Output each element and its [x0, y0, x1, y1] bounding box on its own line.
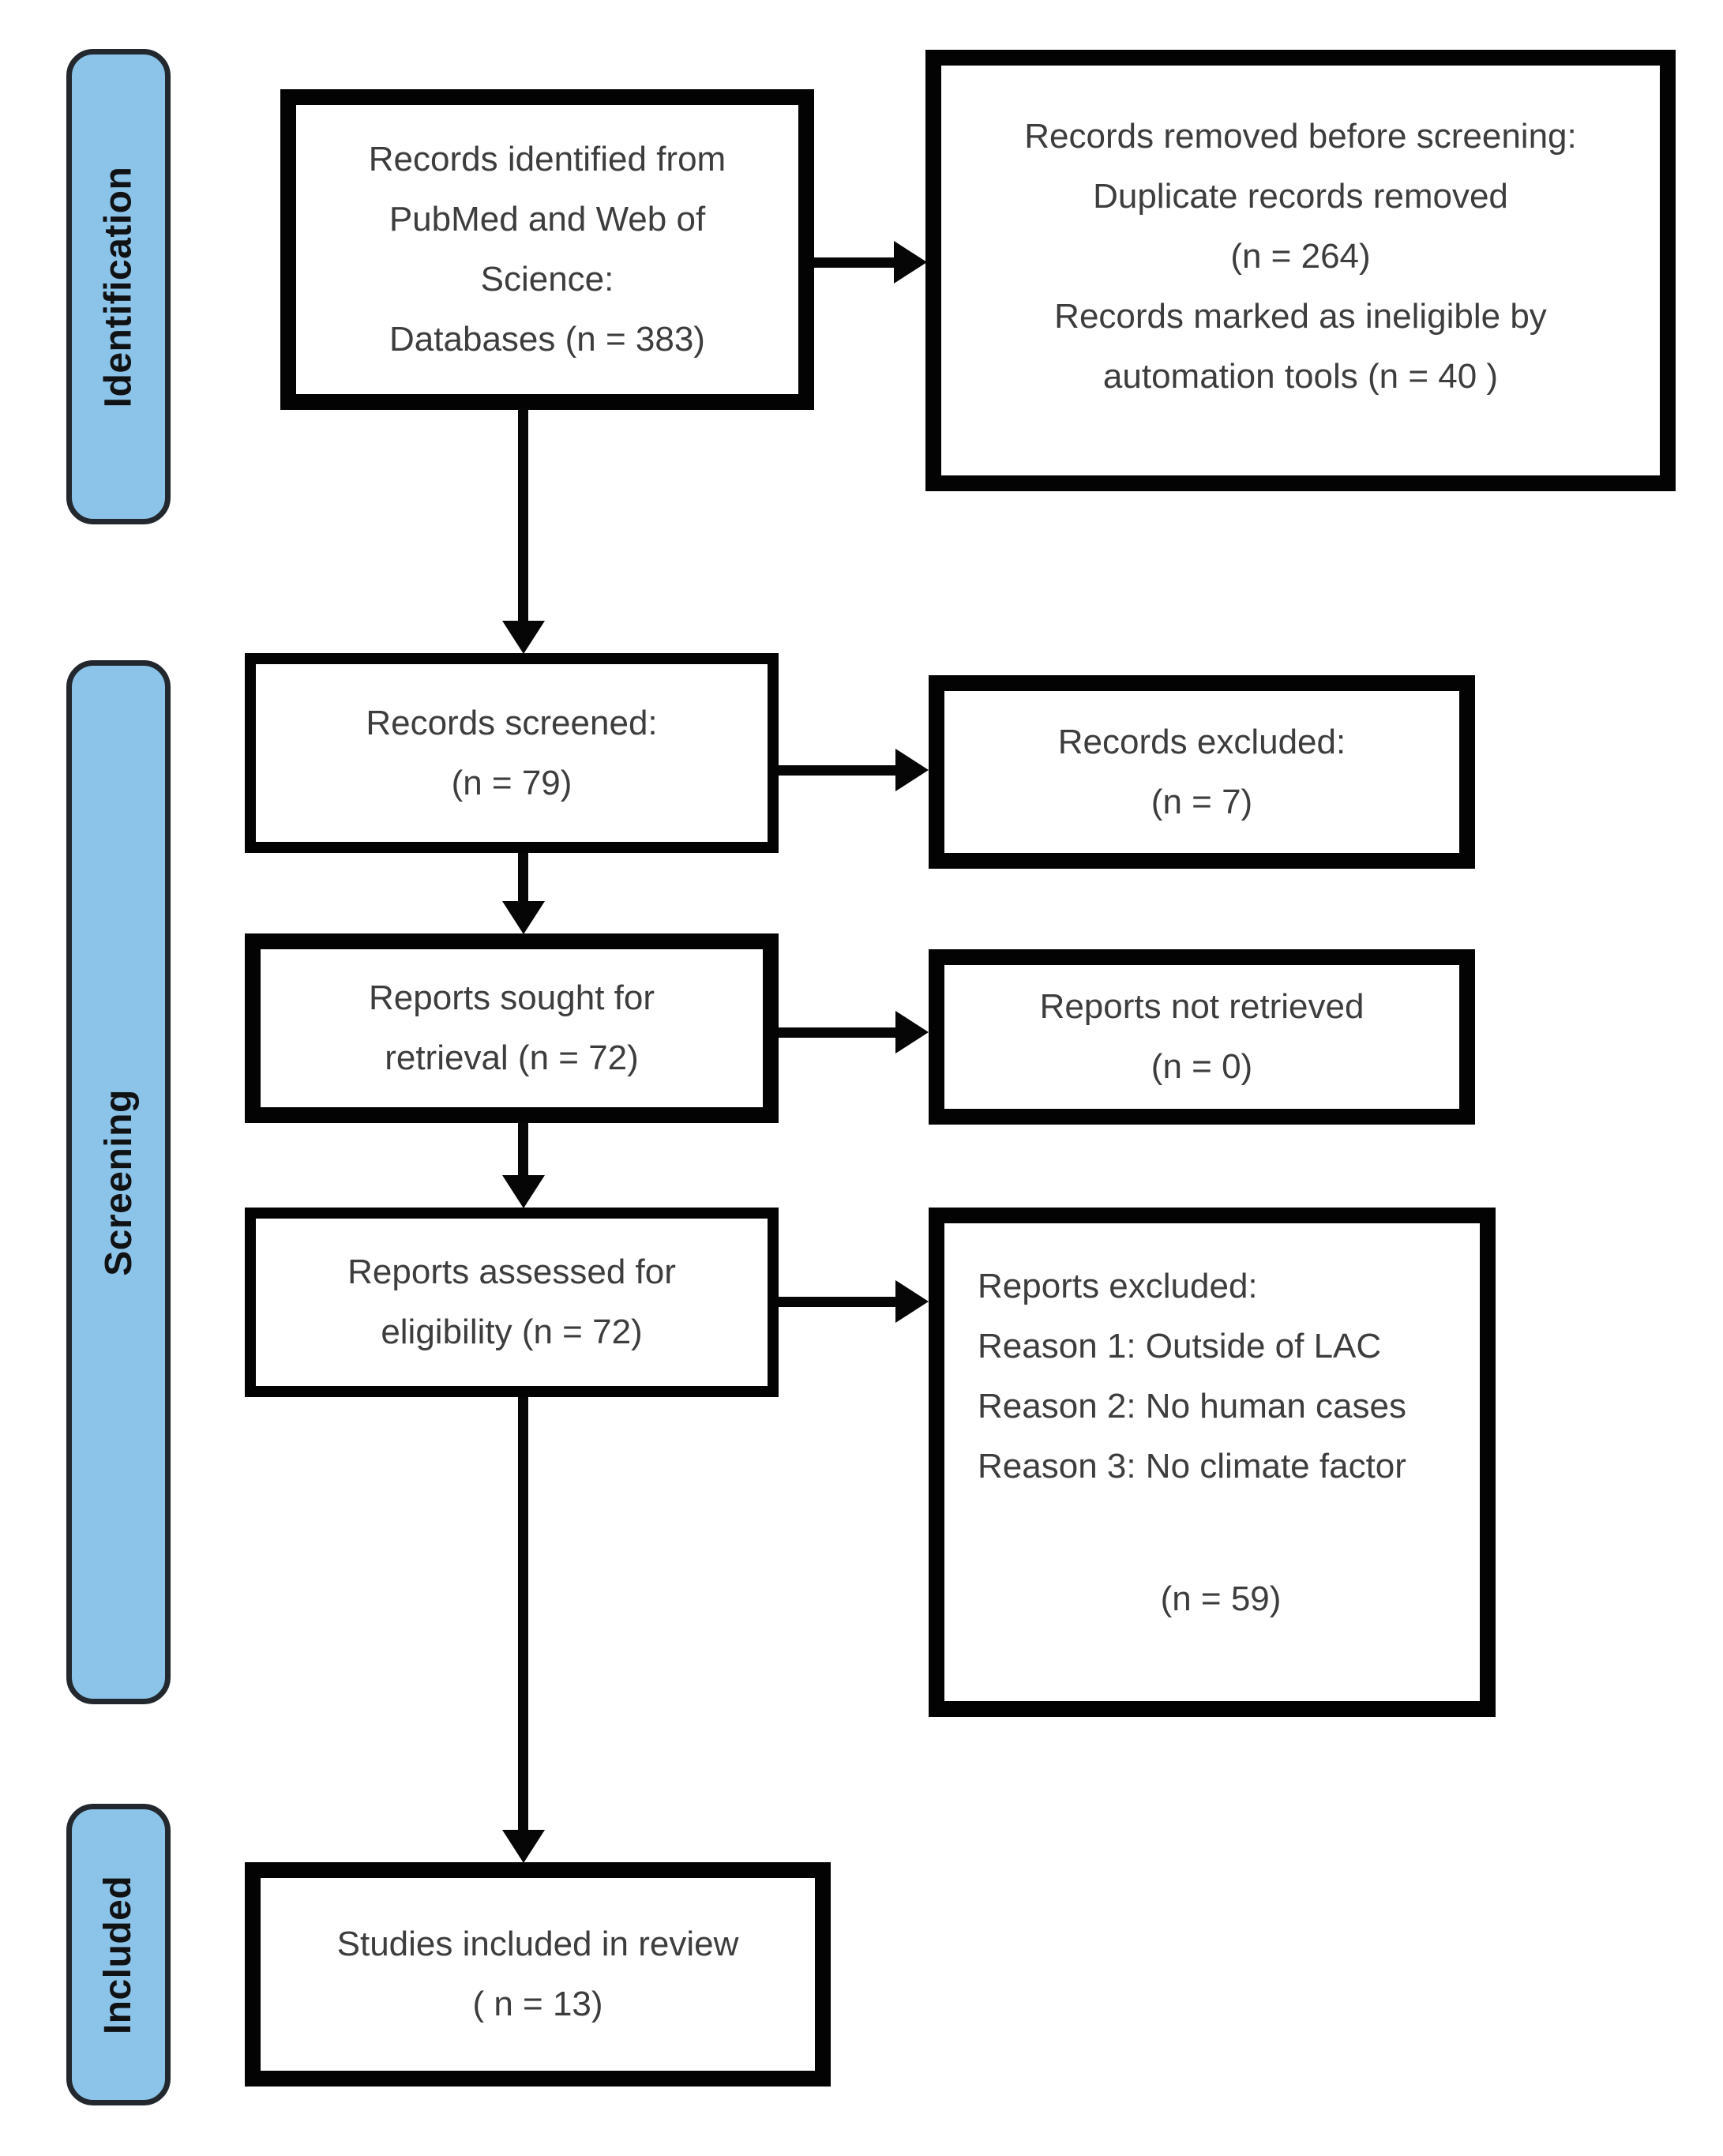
- stage-label-screening: Screening: [97, 1088, 140, 1276]
- stage-bar-identification: Identification: [66, 49, 171, 524]
- box-text-line: Reason 3: No climate factor: [978, 1447, 1406, 1486]
- box-records-identified: Records identified from PubMed and Web o…: [280, 89, 814, 410]
- box-text-line: eligibility (n = 72): [381, 1313, 643, 1351]
- arrow-sought-to-assessed-line: [518, 1123, 528, 1175]
- box-text-line: Reason 2: No human cases: [978, 1387, 1406, 1425]
- arrow-sought-to-notretrieved-line: [779, 1027, 899, 1038]
- arrow-identified-to-removed-head: [894, 241, 927, 284]
- box-text-line: Records marked as ineligible by: [1054, 297, 1547, 336]
- box-text-line: Duplicate records removed: [1093, 177, 1508, 216]
- box-text-line: (n = 0): [1151, 1047, 1253, 1086]
- box-text-line: (n = 264): [1230, 237, 1371, 276]
- box-text-line: Studies included in review: [336, 1925, 739, 1963]
- box-text-line: Reports excluded:: [978, 1267, 1258, 1305]
- box-reports-assessed: Reports assessed for eligibility (n = 72…: [245, 1208, 779, 1397]
- box-studies-included: Studies included in review ( n = 13): [245, 1862, 831, 2087]
- stage-bar-screening: Screening: [66, 660, 171, 1704]
- box-text-line: Reason 1: Outside of LAC: [978, 1327, 1382, 1365]
- arrow-assessed-to-included-head: [502, 1830, 545, 1863]
- box-reports-sought: Reports sought for retrieval (n = 72): [245, 933, 779, 1123]
- box-text-line: automation tools (n = 40 ): [1102, 357, 1499, 396]
- arrow-sought-to-notretrieved-head: [895, 1011, 929, 1054]
- box-text-line: Records screened:: [366, 703, 658, 742]
- box-text-line: Science:: [480, 260, 614, 299]
- box-text-line: Records excluded:: [1057, 722, 1346, 761]
- stage-label-included: Included: [97, 1875, 140, 2034]
- box-text-line: Databases (n = 383): [389, 320, 705, 359]
- box-text-line: PubMed and Web of: [389, 200, 706, 239]
- stage-bar-included: Included: [66, 1804, 171, 2105]
- arrow-screened-to-excluded-line: [779, 765, 899, 776]
- box-text-line: (n = 79): [451, 763, 572, 802]
- box-text-line: Reports sought for: [369, 978, 655, 1017]
- arrow-screened-to-sought-line: [518, 853, 528, 903]
- box-records-screened: Records screened: (n = 79): [245, 653, 779, 853]
- arrow-sought-to-assessed-head: [502, 1175, 545, 1208]
- box-text-line: retrieval (n = 72): [385, 1039, 639, 1077]
- box-records-excluded: Records excluded: (n = 7): [929, 675, 1475, 869]
- arrow-screened-to-excluded-head: [895, 749, 929, 791]
- box-text-line: Records removed before screening:: [1024, 117, 1577, 156]
- arrow-identified-to-screened-line: [518, 408, 528, 623]
- excluded-count: (n = 59): [1160, 1579, 1282, 1618]
- box-records-removed: Records removed before screening: Duplic…: [925, 50, 1676, 491]
- arrow-assessed-to-excluded-line: [779, 1297, 899, 1307]
- arrow-assessed-to-included-line: [518, 1397, 528, 1831]
- box-text-line: (n = 7): [1151, 782, 1253, 821]
- arrow-screened-to-sought-head: [502, 901, 545, 934]
- box-text-line: Reports assessed for: [347, 1253, 676, 1291]
- box-text-line: Records identified from: [368, 140, 726, 178]
- stage-label-identification: Identification: [97, 166, 140, 408]
- box-text-line: Reports not retrieved: [1039, 987, 1365, 1026]
- arrow-identified-to-removed-line: [814, 257, 897, 268]
- arrow-assessed-to-excluded-head: [895, 1280, 929, 1323]
- box-text-line: ( n = 13): [472, 1985, 603, 2023]
- box-reports-not-retrieved: Reports not retrieved (n = 0): [929, 949, 1475, 1125]
- box-reports-excluded: Reports excluded: Reason 1: Outside of L…: [929, 1208, 1496, 1717]
- arrow-identified-to-screened-head: [502, 621, 545, 654]
